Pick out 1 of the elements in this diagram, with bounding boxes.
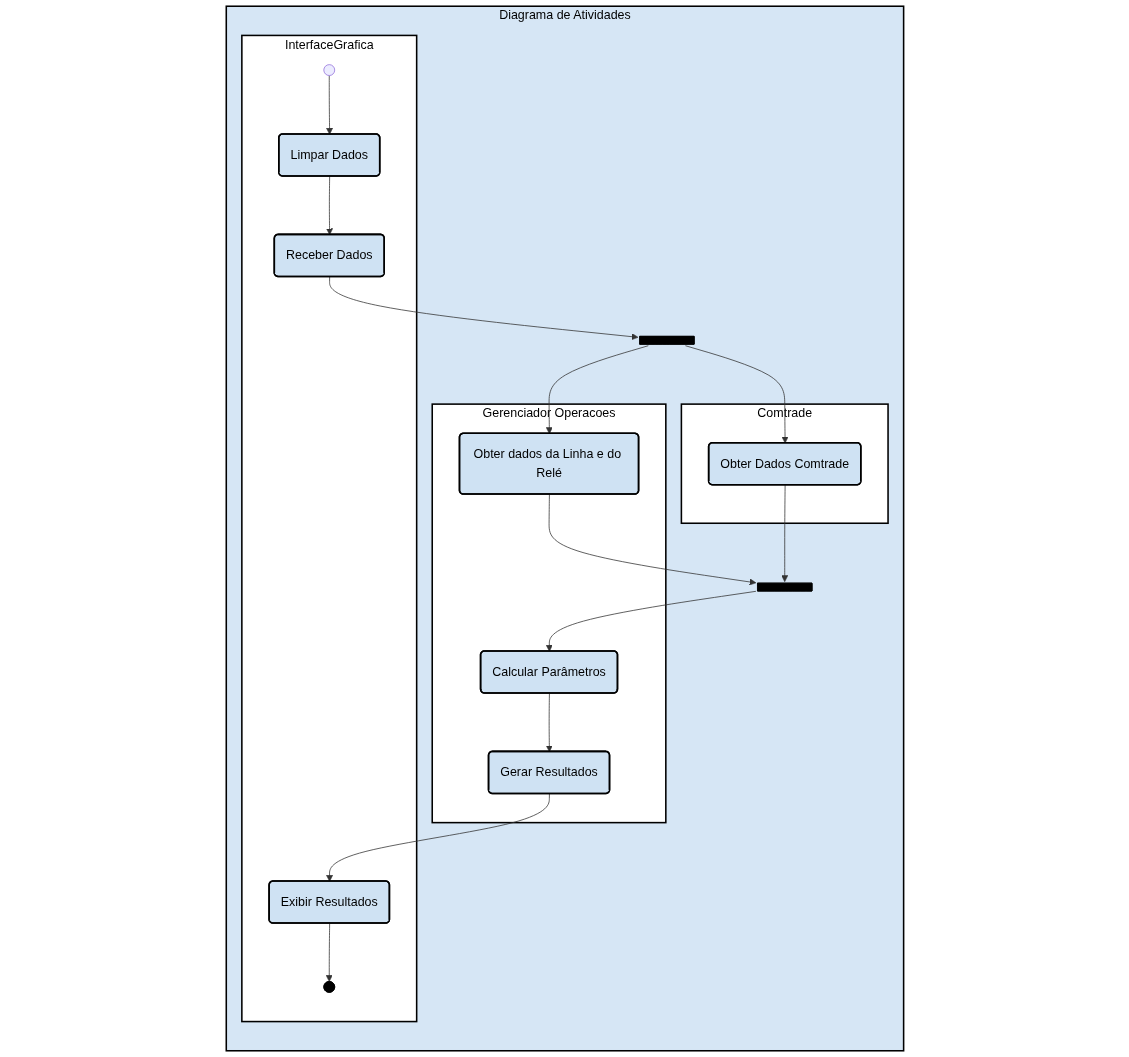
- node-circle: [322, 64, 335, 76]
